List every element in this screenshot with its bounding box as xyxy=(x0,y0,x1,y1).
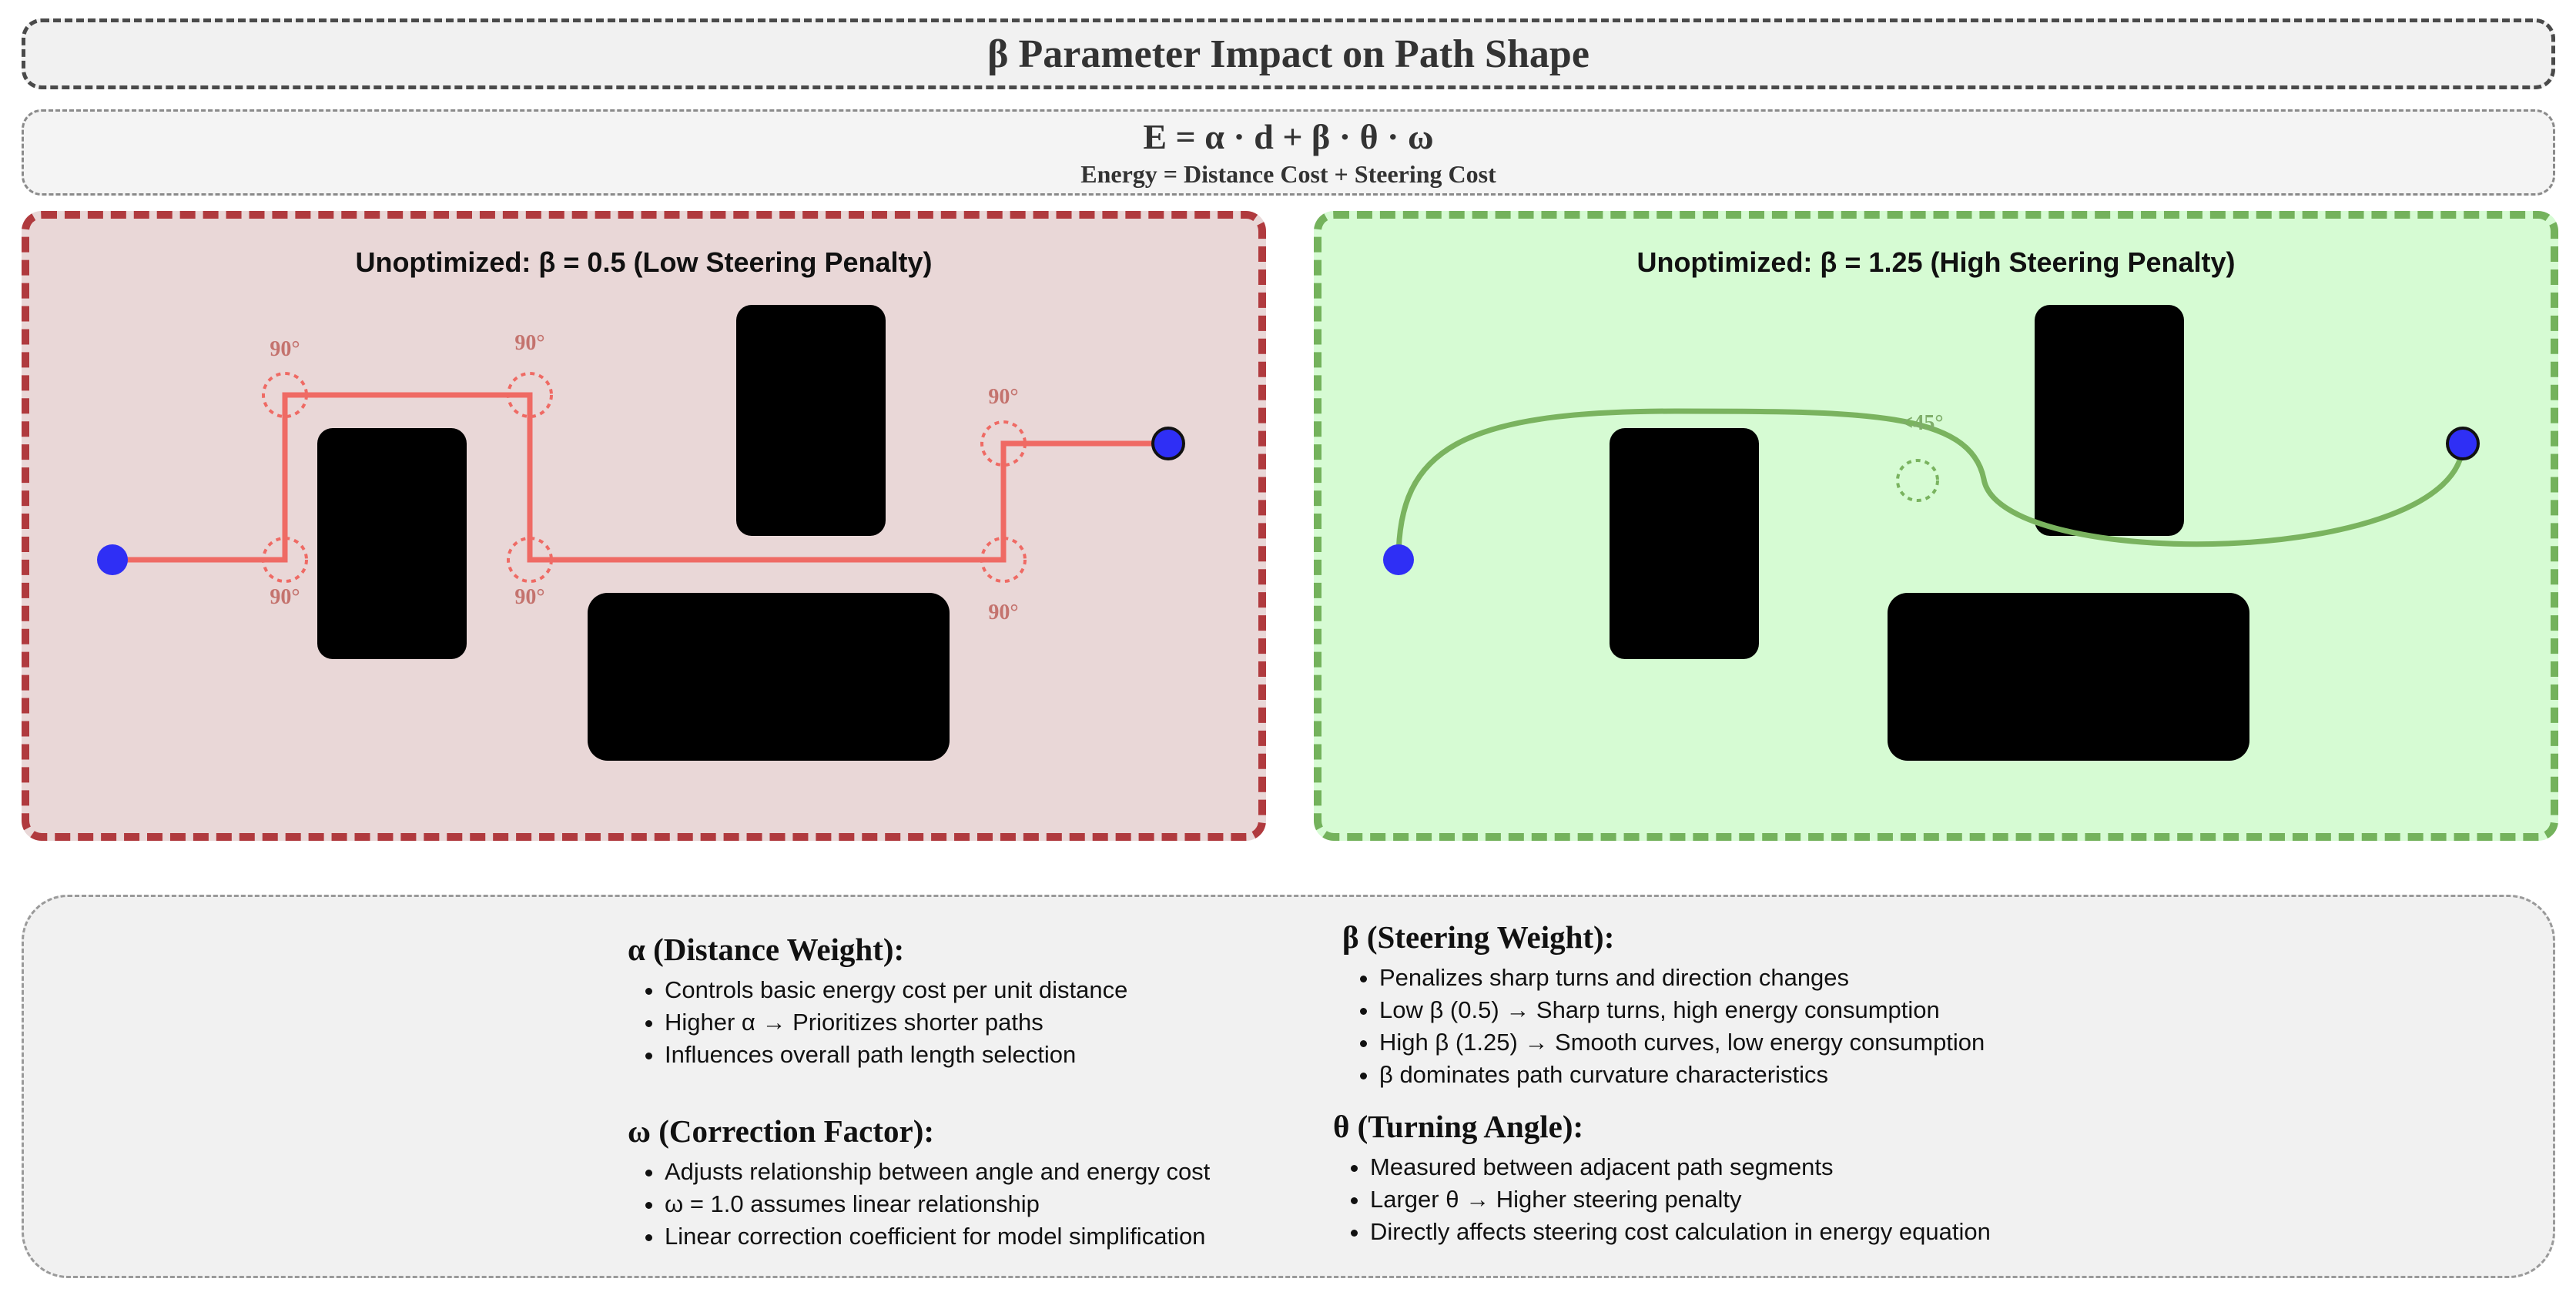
beta-heading: β (Steering Weight): xyxy=(1342,919,1615,955)
angle-label: 90° xyxy=(270,337,300,361)
theta-heading: θ (Turning Angle): xyxy=(1333,1109,1584,1144)
list-item: Influences overall path length selection xyxy=(665,1039,1127,1071)
formula-banner: E = α · d + β · θ · ω Energy = Distance … xyxy=(22,109,2555,196)
alpha-section: α (Distance Weight): Controls basic ener… xyxy=(628,931,1127,1071)
list-item: Linear correction coefficient for model … xyxy=(665,1220,1210,1253)
list-item: β dominates path curvature characteristi… xyxy=(1379,1059,1985,1091)
turn-marker xyxy=(262,537,308,583)
list-item: Higher α → Prioritizes shorter paths xyxy=(665,1006,1127,1039)
list-item: Penalizes sharp turns and direction chan… xyxy=(1379,962,1985,994)
angle-label: 90° xyxy=(988,601,1018,624)
goal-node xyxy=(2446,427,2480,460)
angle-label: 90° xyxy=(514,331,544,355)
turn-marker xyxy=(980,420,1027,467)
list-item: High β (1.25) → Smooth curves, low energ… xyxy=(1379,1026,1985,1059)
start-node xyxy=(97,544,128,575)
goal-node xyxy=(1151,427,1185,460)
obstacle xyxy=(317,428,467,659)
omega-section: ω (Correction Factor): Adjusts relations… xyxy=(628,1113,1210,1253)
list-item: Larger θ → Higher steering penalty xyxy=(1370,1183,1991,1216)
theta-section: θ (Turning Angle): Measured between adja… xyxy=(1333,1108,1991,1248)
page-title: β Parameter Impact on Path Shape xyxy=(987,32,1589,76)
turn-marker xyxy=(262,372,308,418)
high-beta-panel: Unoptimized: β = 1.25 (High Steering Pen… xyxy=(1314,211,2558,841)
list-item: Adjusts relationship between angle and e… xyxy=(665,1156,1210,1188)
obstacle xyxy=(1610,428,1759,659)
turn-marker xyxy=(507,537,553,583)
list-item: Controls basic energy cost per unit dist… xyxy=(665,974,1127,1006)
start-node xyxy=(1383,544,1414,575)
low-beta-panel-title: Unoptimized: β = 0.5 (Low Steering Penal… xyxy=(355,246,933,278)
list-item: Low β (0.5) → Sharp turns, high energy c… xyxy=(1379,994,1985,1026)
turn-marker xyxy=(1896,459,1939,502)
list-item: Directly affects steering cost calculati… xyxy=(1370,1216,1991,1248)
smooth-curve-path xyxy=(1395,408,2466,561)
sharp-turn-path xyxy=(112,392,1168,563)
alpha-heading: α (Distance Weight): xyxy=(628,932,905,967)
beta-section: β (Steering Weight): Penalizes sharp tur… xyxy=(1342,919,1985,1091)
angle-label: 90° xyxy=(514,585,544,609)
high-beta-scene: <45° xyxy=(1383,305,2480,761)
obstacle xyxy=(736,305,886,536)
turn-marker xyxy=(507,372,553,418)
omega-heading: ω (Correction Factor): xyxy=(628,1113,935,1149)
obstacle xyxy=(1888,593,2249,761)
list-item: Measured between adjacent path segments xyxy=(1370,1151,1991,1183)
angle-label: 90° xyxy=(988,385,1018,409)
parameter-legend: α (Distance Weight): Controls basic ener… xyxy=(22,895,2555,1278)
obstacle xyxy=(2035,305,2184,536)
low-beta-scene: 90° 90° 90° 90° 90° 90° xyxy=(97,305,1185,761)
turn-marker xyxy=(980,537,1027,583)
angle-label: 90° xyxy=(270,585,300,609)
angle-label: <45° xyxy=(1901,411,1943,435)
high-beta-panel-title: Unoptimized: β = 1.25 (High Steering Pen… xyxy=(1636,246,2236,278)
energy-equation-description: Energy = Distance Cost + Steering Cost xyxy=(1080,160,1496,188)
obstacle xyxy=(588,593,950,761)
low-beta-panel: Unoptimized: β = 0.5 (Low Steering Penal… xyxy=(22,211,1266,841)
list-item: ω = 1.0 assumes linear relationship xyxy=(665,1188,1210,1220)
energy-equation: E = α · d + β · θ · ω xyxy=(1143,117,1434,156)
title-banner: β Parameter Impact on Path Shape xyxy=(22,18,2555,89)
